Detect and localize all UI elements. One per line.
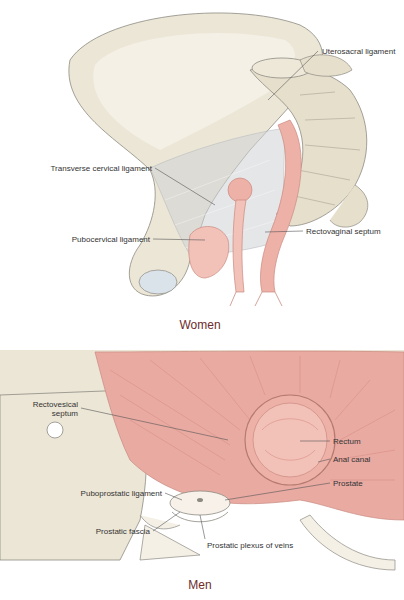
part-label: Puboprostatic ligament bbox=[81, 489, 162, 498]
panel-caption: Men bbox=[188, 578, 211, 592]
part-label: Transverse cervical ligament bbox=[50, 164, 152, 173]
part-label: Pubocervical ligament bbox=[72, 235, 150, 244]
male-pelvis bbox=[0, 350, 404, 570]
leader-lines bbox=[81, 51, 330, 539]
part-label: Rectovesical septum bbox=[20, 400, 78, 418]
part-label: Prostatic fascia bbox=[96, 527, 150, 536]
part-label: Rectum bbox=[333, 437, 361, 446]
part-label: Anal canal bbox=[333, 455, 370, 464]
part-label: Rectovaginal septum bbox=[306, 227, 381, 236]
part-label: Prostatic plexus of veins bbox=[207, 541, 293, 550]
female-pelvis bbox=[69, 13, 368, 306]
part-label: Prostate bbox=[333, 479, 363, 488]
panel-caption: Women bbox=[179, 318, 220, 332]
part-label: Uterosacral ligament bbox=[322, 47, 395, 56]
